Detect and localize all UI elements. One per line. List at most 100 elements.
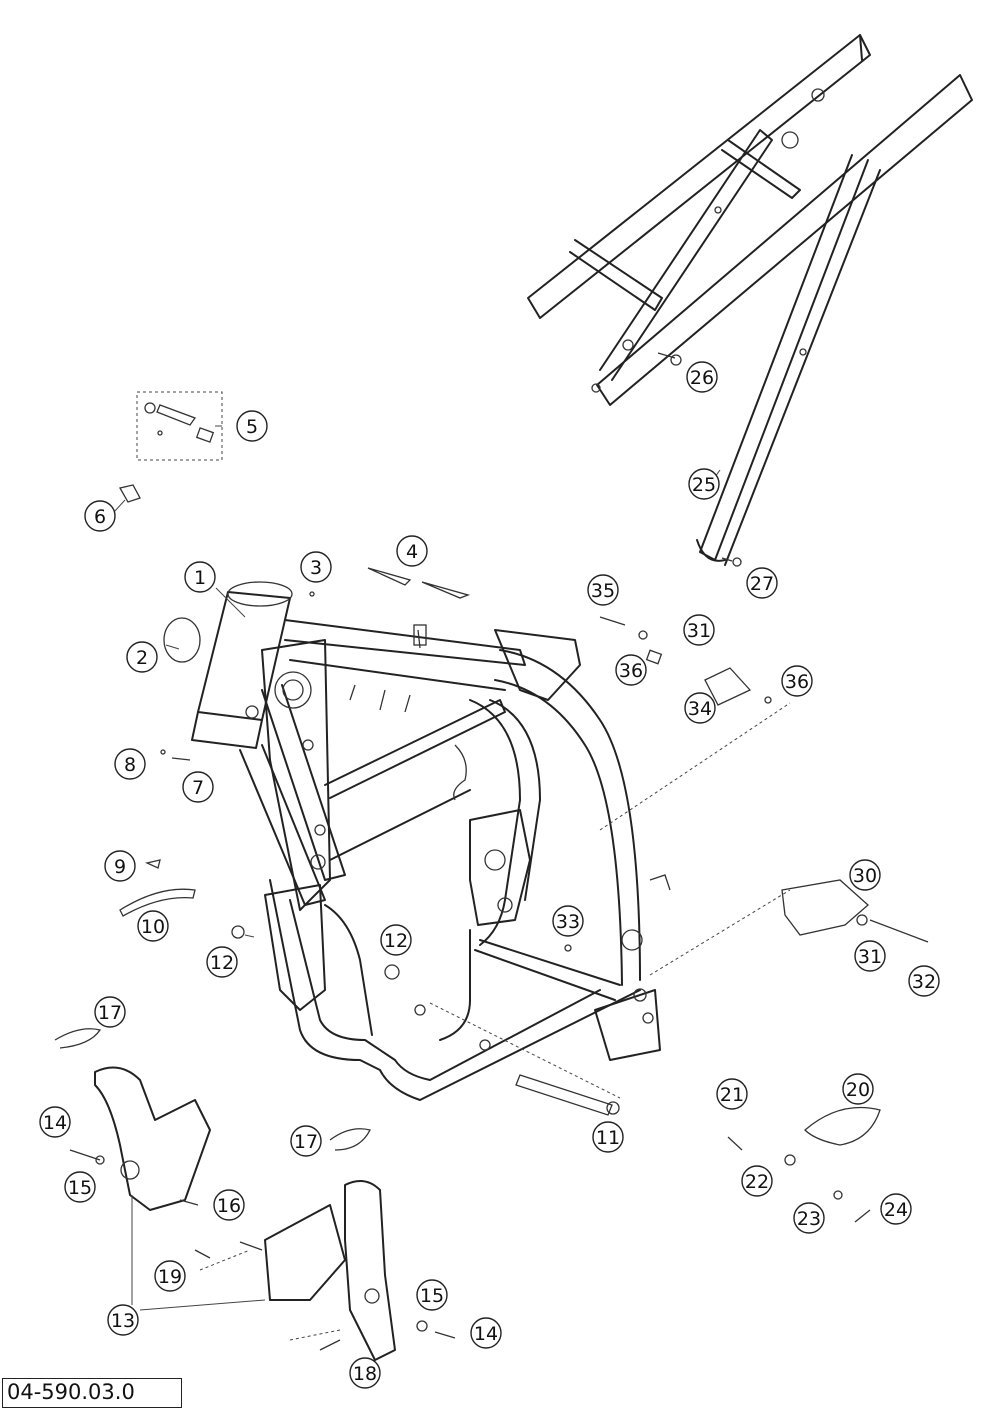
callout-label: 31 [858, 946, 882, 968]
callout-c16: 16 [213, 1189, 245, 1221]
callout-c15a: 15 [64, 1171, 96, 1203]
callout-circle [184, 561, 216, 593]
callout-label: 16 [217, 1195, 241, 1217]
callout-label: 12 [210, 952, 234, 974]
callout-c35: 35 [587, 574, 619, 606]
callout-label: 14 [474, 1323, 498, 1345]
callout-label: 3 [310, 557, 322, 579]
callout-c25: 25 [688, 468, 720, 500]
callout-label: 17 [98, 1002, 122, 1024]
callout-label: 10 [141, 916, 165, 938]
callout-circle [880, 1193, 912, 1225]
callout-c33: 33 [552, 905, 584, 937]
callout-circle [137, 910, 169, 942]
hardware [119, 352, 929, 1223]
callout-label: 21 [720, 1084, 744, 1106]
callout-label: 1 [194, 567, 206, 589]
callout-c21: 21 [716, 1078, 748, 1110]
callout-label: 36 [619, 660, 643, 682]
leader-lines [113, 425, 791, 1341]
callout-c17a: 17 [94, 996, 126, 1028]
callout-c14b: 14 [470, 1317, 502, 1349]
callout-c19: 19 [154, 1260, 186, 1292]
callout-label: 8 [124, 754, 136, 776]
callout-circle [746, 567, 778, 599]
callout-circle [854, 940, 886, 972]
callout-circle [94, 996, 126, 1028]
callout-label: 31 [687, 620, 711, 642]
callout-c27: 27 [746, 567, 778, 599]
callout-c9: 9 [104, 850, 136, 882]
callout-label: 17 [294, 1131, 318, 1153]
callout-label: 2 [136, 647, 148, 669]
callout-c10: 10 [137, 910, 169, 942]
callout-circle [688, 468, 720, 500]
callout-circle [107, 1304, 139, 1336]
callouts: 1234567891011121213141415151617171819202… [39, 361, 940, 1389]
callout-circle [349, 1357, 381, 1389]
callout-circle [114, 748, 146, 780]
callout-circle [849, 859, 881, 891]
callout-circle [380, 924, 412, 956]
callout-c15b: 15 [416, 1279, 448, 1311]
callout-circle [300, 551, 332, 583]
callout-c5: 5 [236, 410, 268, 442]
callout-c1: 1 [184, 561, 216, 593]
callout-c31b: 31 [683, 614, 715, 646]
callout-label: 22 [745, 1171, 769, 1193]
callout-c32: 32 [908, 965, 940, 997]
callout-label: 5 [246, 416, 258, 438]
callout-label: 33 [556, 911, 580, 933]
callout-label: 9 [114, 856, 126, 878]
callout-c24: 24 [880, 1193, 912, 1225]
callout-c31a: 31 [854, 940, 886, 972]
callout-circle [615, 654, 647, 686]
callout-label: 13 [111, 1310, 135, 1332]
callout-label: 12 [384, 930, 408, 952]
callout-label: 7 [192, 777, 204, 799]
callout-label: 4 [406, 541, 418, 563]
callout-circle [64, 1171, 96, 1203]
callout-c22: 22 [741, 1165, 773, 1197]
right-frame-guard [194, 1128, 456, 1361]
callout-c36b: 36 [781, 665, 813, 697]
callout-c30: 30 [849, 859, 881, 891]
callout-c26: 26 [686, 361, 718, 393]
callout-c18: 18 [349, 1357, 381, 1389]
callout-circle [126, 641, 158, 673]
callout-circle [213, 1189, 245, 1221]
callout-label: 35 [591, 580, 615, 602]
callout-circle [683, 614, 715, 646]
callout-label: 32 [912, 971, 936, 993]
callout-label: 26 [690, 367, 714, 389]
callout-circle [684, 692, 716, 724]
callout-circle [236, 410, 268, 442]
callout-c3: 3 [300, 551, 332, 583]
callout-circle [182, 771, 214, 803]
callout-label: 30 [853, 865, 877, 887]
callout-label: 19 [158, 1266, 182, 1288]
callout-circle [84, 500, 116, 532]
callout-label: 36 [785, 671, 809, 693]
main-frame [191, 581, 671, 1101]
callout-c2: 2 [126, 641, 158, 673]
callout-c6: 6 [84, 500, 116, 532]
callout-circle [587, 574, 619, 606]
callout-c23: 23 [793, 1202, 825, 1234]
callout-label: 20 [846, 1079, 870, 1101]
callout-c4: 4 [396, 535, 428, 567]
callout-label: 6 [94, 506, 106, 528]
callout-label: 27 [750, 573, 774, 595]
callout-label: 15 [420, 1285, 444, 1307]
callout-label: 23 [797, 1208, 821, 1230]
callout-circle [396, 535, 428, 567]
callout-label: 34 [688, 698, 712, 720]
callout-circle [741, 1165, 773, 1197]
callout-circle [716, 1078, 748, 1110]
callout-label: 15 [68, 1177, 92, 1199]
callout-circle [470, 1317, 502, 1349]
callout-circle [39, 1106, 71, 1138]
callout-c12b: 12 [380, 924, 412, 956]
callout-c8: 8 [114, 748, 146, 780]
